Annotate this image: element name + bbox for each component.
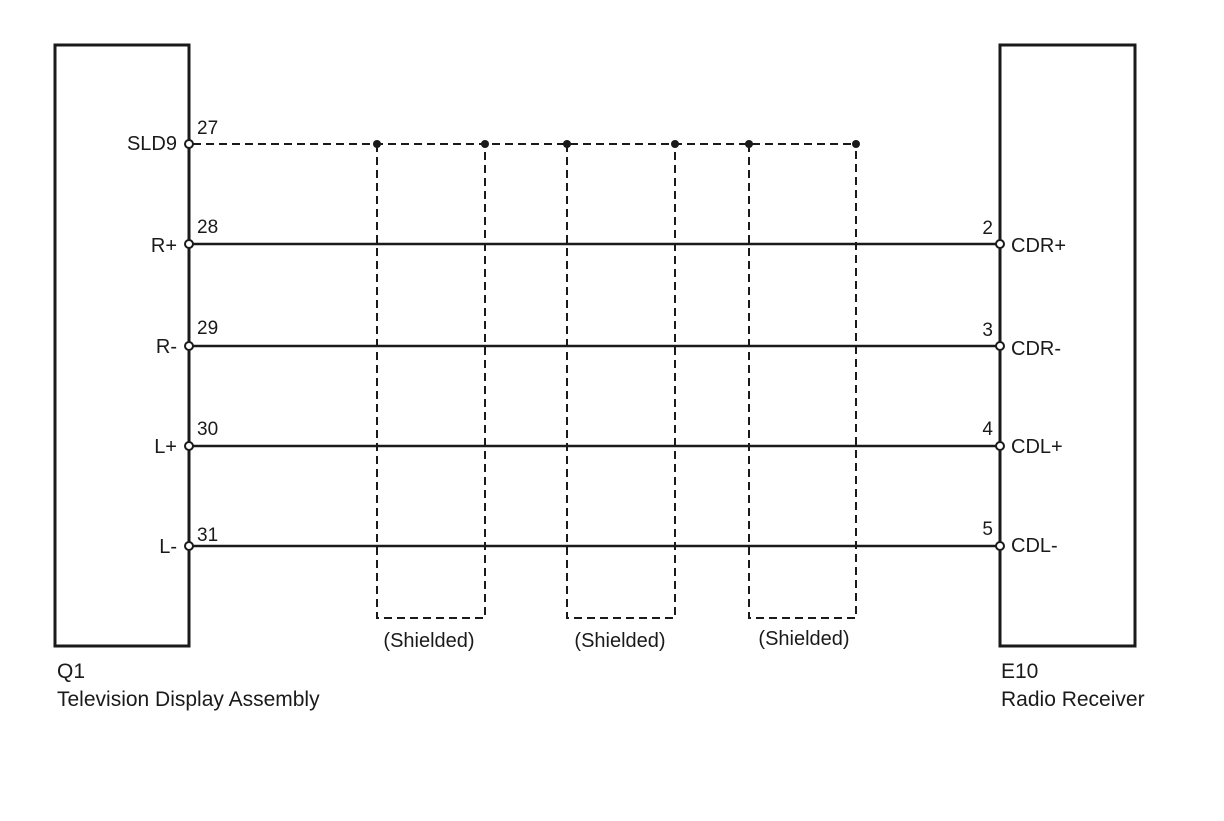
shield-junction-dot [745, 140, 753, 148]
shielded-label: (Shielded) [383, 630, 474, 652]
connector-pin-icon [184, 239, 194, 249]
left-pin-number: 29 [197, 318, 218, 339]
right-pin-number: 3 [982, 320, 993, 341]
connector-pin-icon [184, 341, 194, 351]
connector-pin-icon [995, 239, 1005, 249]
right-pin-number: 4 [982, 419, 993, 440]
right-pin-number: 5 [982, 519, 993, 540]
shield-signal-label: SLD9 [127, 133, 177, 155]
left-signal-label: R- [156, 336, 177, 358]
connector-pin-icon [184, 541, 194, 551]
right-signal-label: CDL- [1011, 535, 1058, 557]
left-signal-label: R+ [151, 235, 177, 257]
shield-junction-dot [852, 140, 860, 148]
connector-pin-icon [995, 441, 1005, 451]
shielded-group-2 [563, 140, 679, 619]
connector-pin-icon [184, 441, 194, 451]
right-component-name: Radio Receiver [1001, 688, 1145, 711]
shielded-label: (Shielded) [574, 630, 665, 652]
shield-junction-dot [671, 140, 679, 148]
left-pin-number: 28 [197, 217, 218, 238]
shield-junction-dot [481, 140, 489, 148]
right-pin-number: 2 [982, 218, 993, 239]
shielded-group-3 [745, 140, 860, 619]
left-component-name: Television Display Assembly [57, 688, 320, 711]
right-component-code: E10 [1001, 660, 1038, 683]
right-signal-label: CDR- [1011, 338, 1061, 360]
right-signal-label: CDL+ [1011, 436, 1063, 458]
connector-pin-icon [184, 139, 194, 149]
shield-junction-dot [373, 140, 381, 148]
shield-pin-number: 27 [197, 118, 218, 139]
left-signal-label: L- [159, 536, 177, 558]
shielded-group-1 [373, 140, 489, 619]
connector-pin-icon [995, 341, 1005, 351]
right-signal-label: CDR+ [1011, 235, 1066, 257]
left-signal-label: L+ [154, 436, 177, 458]
left-pin-number: 30 [197, 419, 218, 440]
left-pin-number: 31 [197, 525, 218, 546]
shield-junction-dot [563, 140, 571, 148]
left-component-code: Q1 [57, 660, 85, 683]
shielded-label: (Shielded) [758, 628, 849, 650]
connector-pin-icon [995, 541, 1005, 551]
